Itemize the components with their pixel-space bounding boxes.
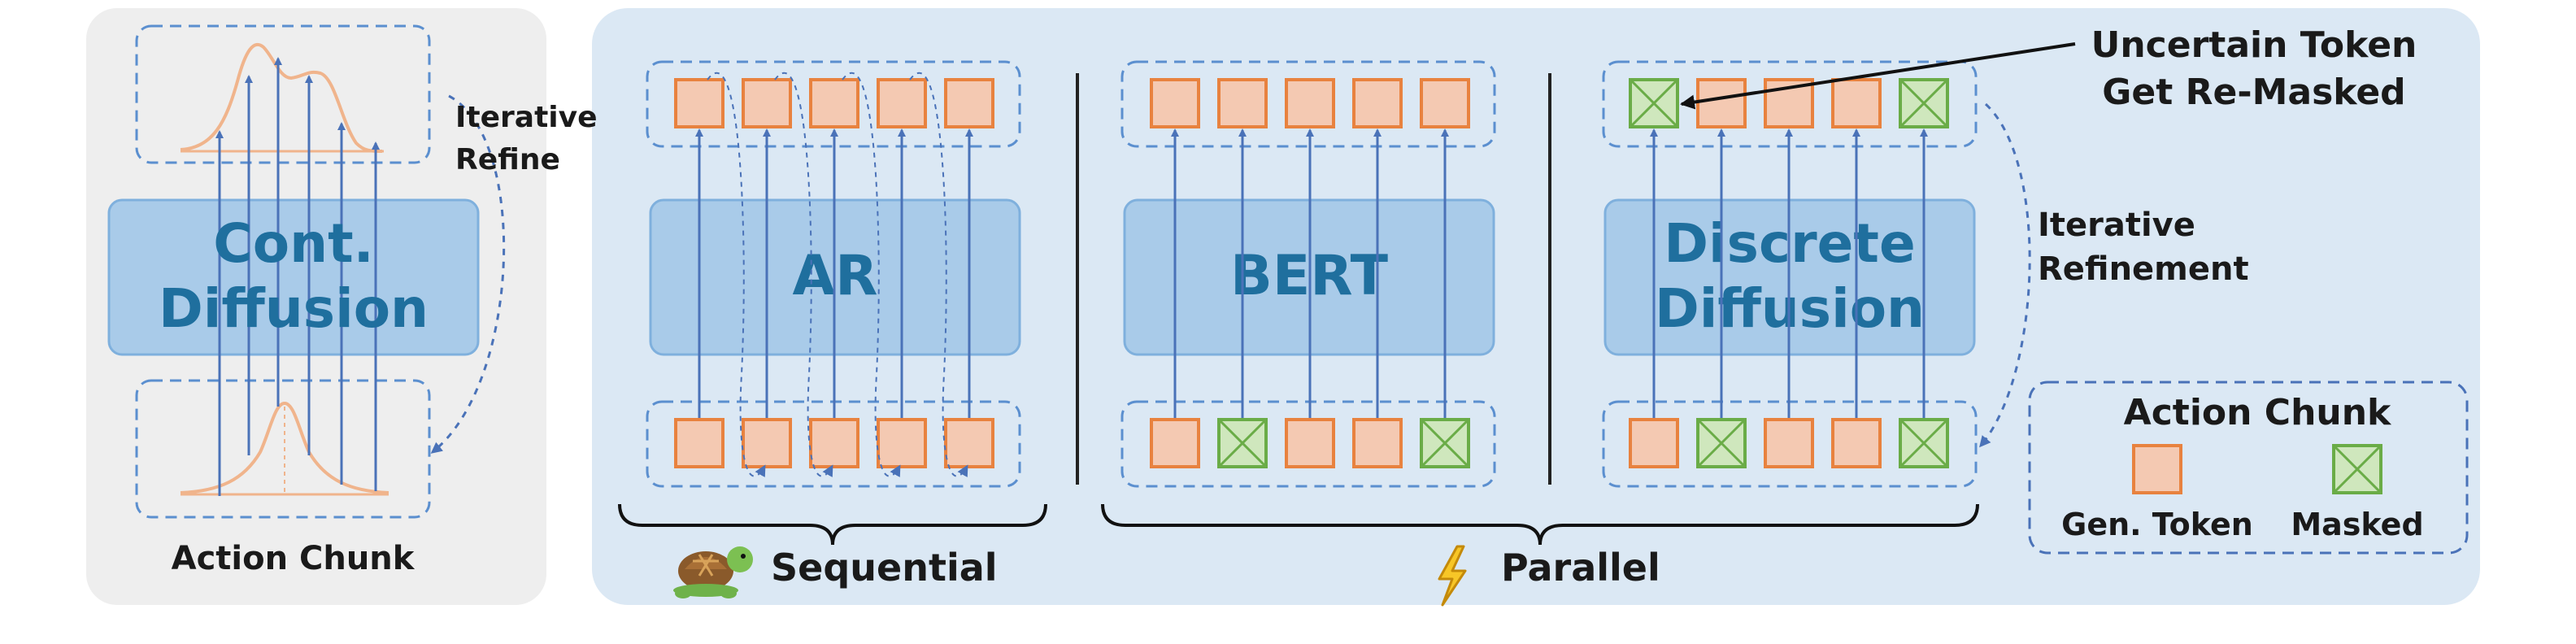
legend-masked-label: Masked: [2291, 507, 2423, 542]
bert-output-tokens: [1150, 78, 1470, 128]
bert-section: BERT: [1120, 60, 1496, 488]
bottom-distribution-box: [135, 379, 431, 519]
autoregressive-loop-arrow: [842, 72, 901, 478]
masked-token: [1899, 78, 1949, 128]
input-token-row-box: [1120, 400, 1496, 488]
masked-token: [1696, 418, 1747, 468]
parallel-brace: [1101, 503, 1979, 546]
main-panel: [592, 8, 2480, 605]
noise-distribution-curve: [180, 401, 389, 494]
lightning-icon: [1438, 545, 1467, 607]
masked-token: [1420, 418, 1470, 468]
sequential-brace: [618, 503, 1047, 546]
generated-token: [1150, 78, 1200, 128]
ar-output-tokens: [674, 78, 994, 128]
iterative-refine-label-line2: Refine: [455, 143, 560, 176]
cont-diffusion-label-line2: Diffusion: [159, 277, 429, 340]
generated-token: [944, 78, 994, 128]
masked-token: [1899, 418, 1949, 468]
legend-box: [2028, 381, 2469, 555]
iterative-refinement-label-line1: Iterative: [2038, 207, 2195, 244]
generated-token: [1629, 418, 1679, 468]
legend-gen-token-label: Gen. Token: [2061, 507, 2253, 542]
turtle-icon: [673, 546, 753, 598]
cont-diffusion-label-line1: Cont.: [213, 212, 373, 275]
generated-token: [742, 78, 792, 128]
generated-token: [1352, 418, 1403, 468]
remask-pointer-arrow: [1680, 42, 2076, 110]
legend: Action Chunk Gen. Token Masked: [2028, 381, 2469, 555]
masked-token: [1629, 78, 1679, 128]
discrete-output-tokens: [1629, 78, 1949, 128]
uncertain-token-label-line2: Get Re-Masked: [2102, 72, 2405, 113]
top-distribution-box: [135, 24, 431, 164]
generated-token: [1150, 418, 1200, 468]
generated-token: [674, 418, 724, 468]
generated-token: [1285, 78, 1335, 128]
ar-section: AR: [646, 60, 1021, 488]
generated-token: [1217, 78, 1268, 128]
output-token-row-box: [1602, 60, 1978, 148]
uncertain-token-label-line1: Uncertain Token: [2091, 24, 2417, 66]
iterative-refine-loop-arrow: [430, 94, 506, 454]
discrete-diffusion-section: Discrete Diffusion: [1602, 60, 2031, 488]
left-caption: Action Chunk: [172, 540, 416, 577]
parallel-label: Parallel: [1501, 546, 1660, 590]
bert-input-tokens: [1150, 418, 1470, 468]
denoised-distribution-curve: [180, 42, 383, 153]
autoregressive-loop-arrow: [774, 72, 833, 478]
output-token-row-box: [646, 60, 1021, 148]
generated-token: [674, 78, 724, 128]
generated-token: [742, 418, 792, 468]
generated-token: [1696, 78, 1747, 128]
masked-token: [1217, 418, 1268, 468]
autoregressive-loop-arrow: [707, 72, 766, 478]
sequential-label: Sequential: [771, 546, 998, 590]
generated-token: [877, 78, 927, 128]
iterative-refinement-label-line2: Refinement: [2038, 250, 2249, 288]
generated-token: [1420, 78, 1470, 128]
output-token-row-box: [1120, 60, 1496, 148]
generated-token: [809, 78, 859, 128]
discrete-input-tokens: [1629, 418, 1949, 468]
ar-input-tokens: [674, 418, 994, 468]
cont-diffusion-model-box: [107, 198, 480, 356]
legend-title: Action Chunk: [2124, 392, 2392, 433]
continuous-diffusion-section: Cont. Diffusion Iterative Refine Action …: [107, 24, 598, 577]
autoregressive-loop-arrow: [909, 72, 968, 478]
generated-token: [944, 418, 994, 468]
generated-token: [1352, 78, 1403, 128]
legend-masked-swatch: [2332, 444, 2382, 494]
generated-token: [1831, 78, 1882, 128]
generated-token: [1831, 418, 1882, 468]
generated-token: [1285, 418, 1335, 468]
generated-token: [809, 418, 859, 468]
legend-gen-token-swatch: [2132, 444, 2182, 494]
iterative-refinement-loop-arrow: [1979, 102, 2031, 448]
generated-token: [877, 418, 927, 468]
generated-token: [1764, 418, 1814, 468]
iterative-refine-label-line1: Iterative: [455, 101, 598, 134]
